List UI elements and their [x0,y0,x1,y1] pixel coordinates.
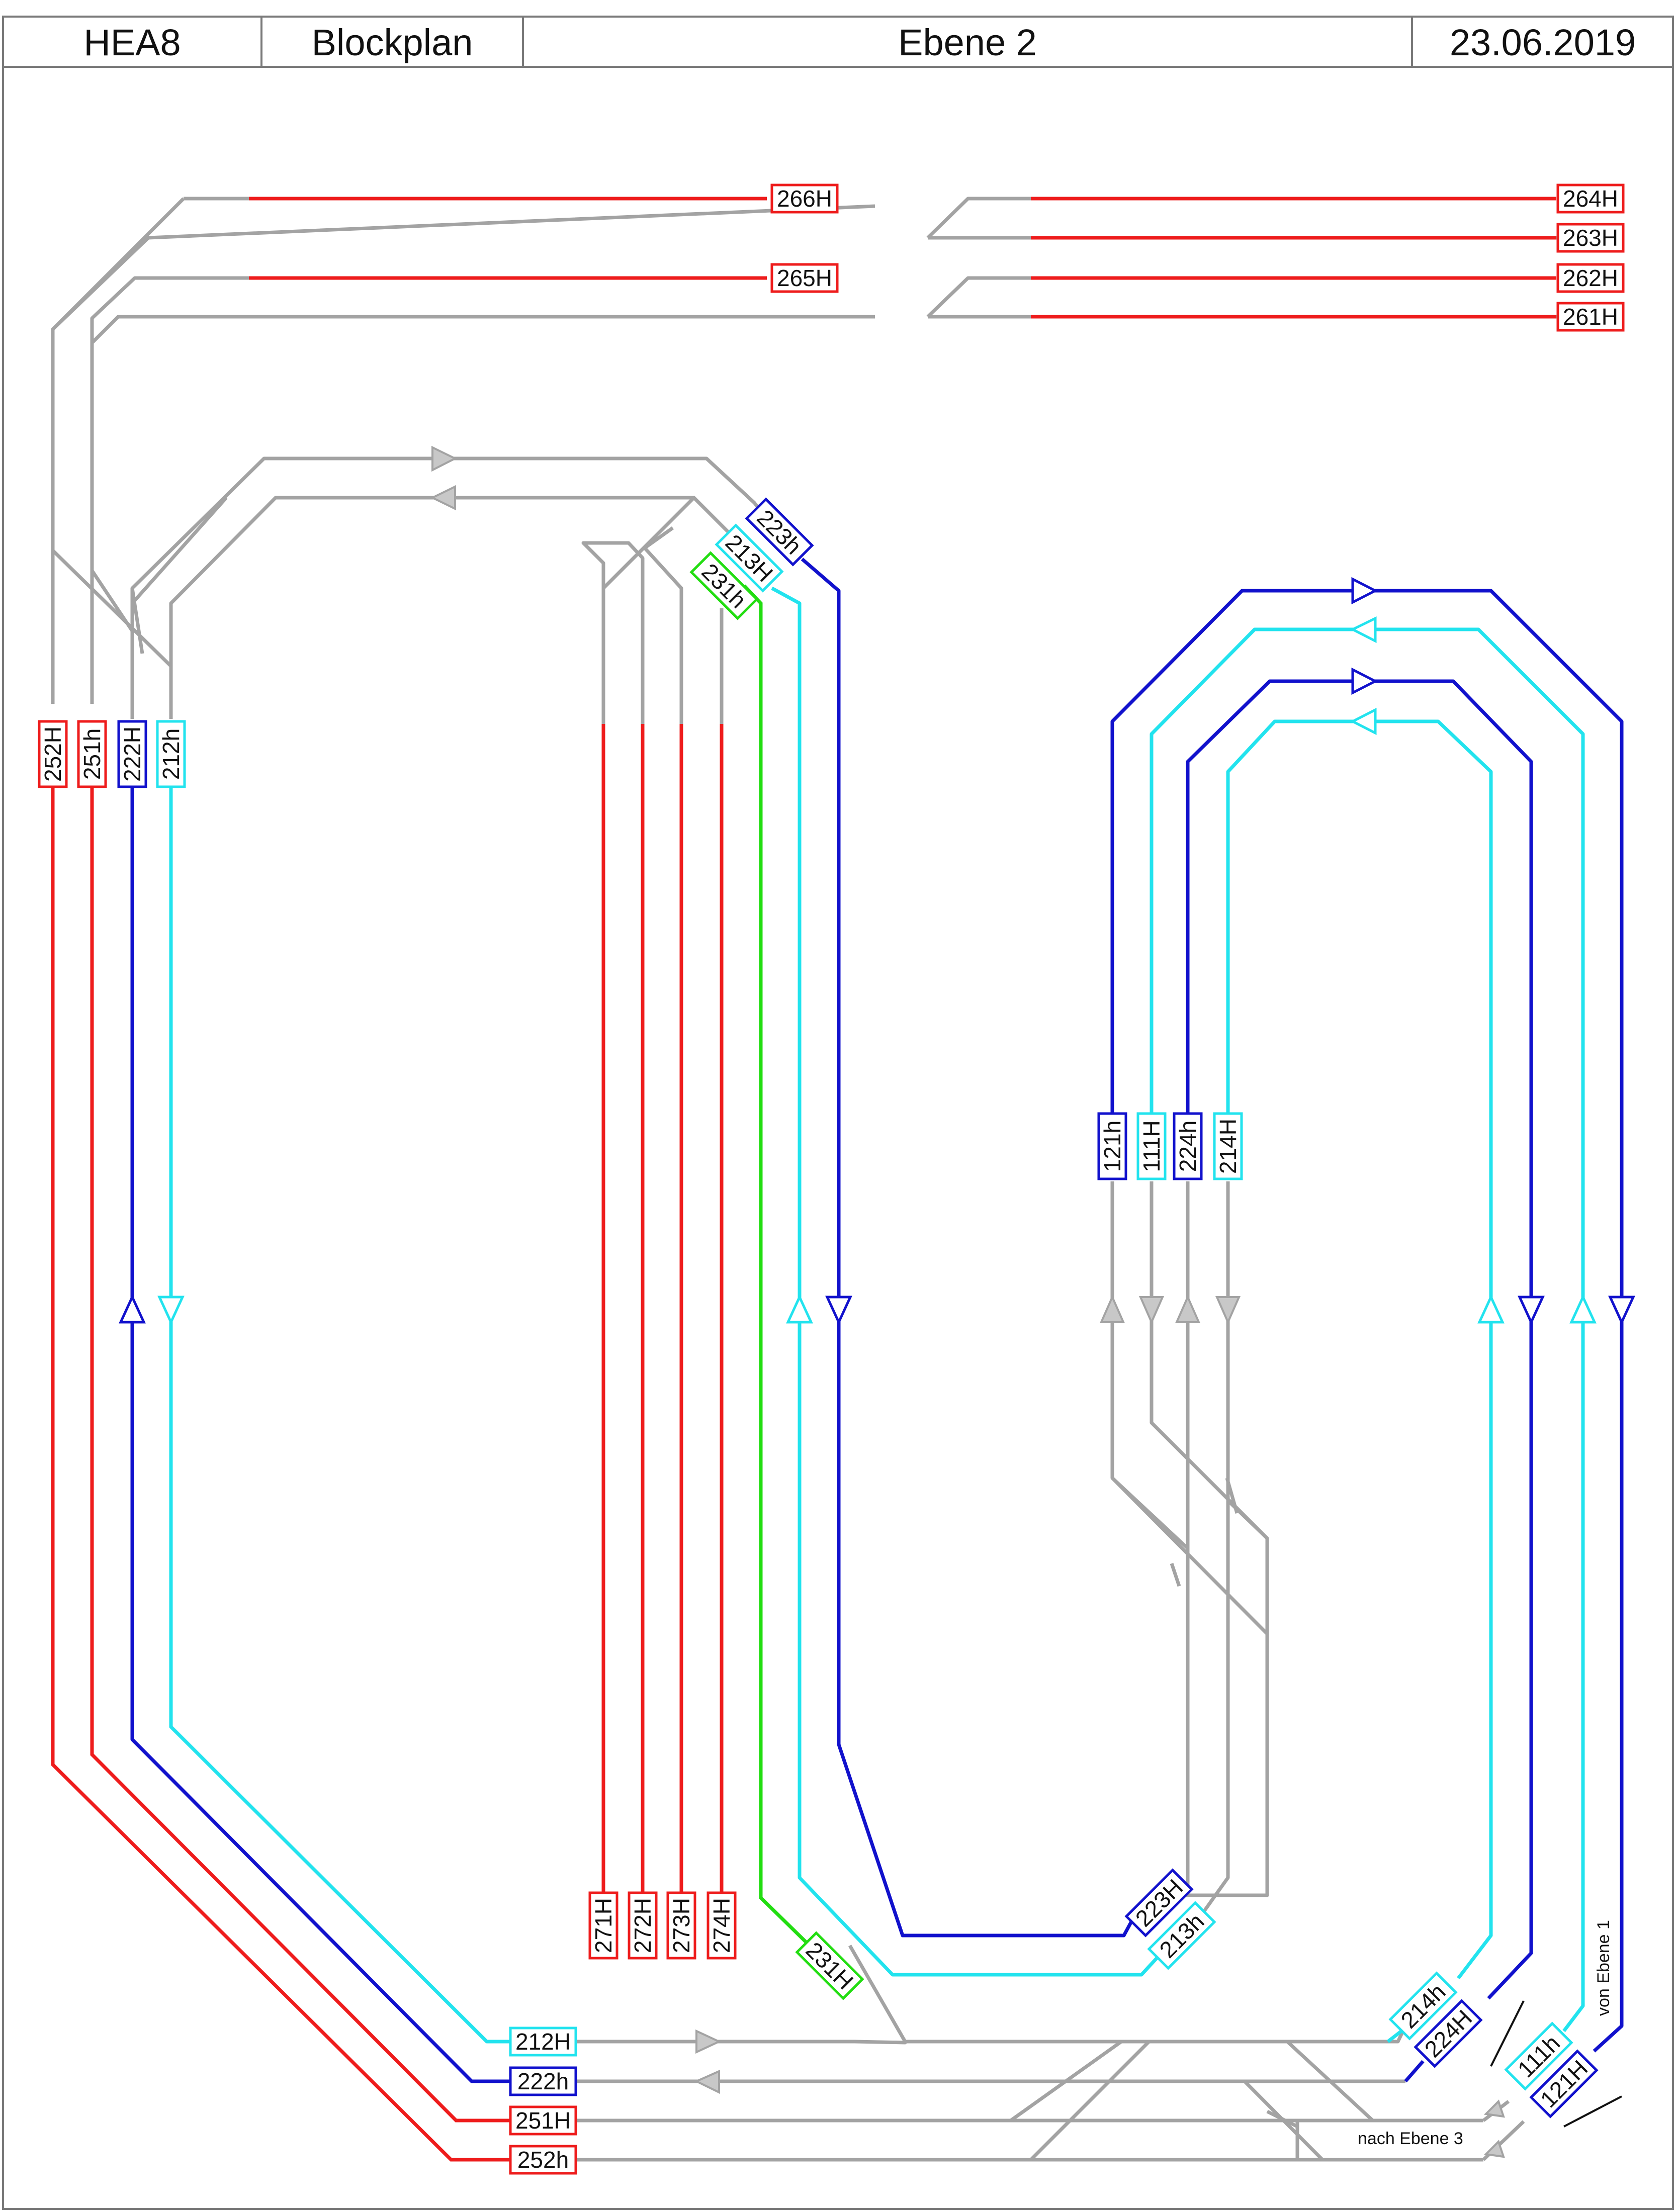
block-label-271H: 271H [588,1891,619,1960]
title-block [2,16,1674,2210]
block-label-252H: 252H [38,720,68,788]
header-level: Ebene 2 [898,22,1037,63]
block-label-273H: 273H [666,1891,696,1960]
block-label-box [1097,1112,1127,1180]
block-label-box [1136,1112,1167,1180]
blue-arrows [119,577,1635,1325]
block-label-box [689,551,759,620]
block-label-box [117,720,147,788]
block-label-263H: 263H [1556,223,1625,253]
block-label-212h: 212h [156,720,186,788]
blue-tracks [130,558,1624,2083]
block-label-274H: 274H [707,1891,737,1960]
block-label-text: 274H [709,1898,735,1953]
block-label-text: 252h [517,2147,569,2173]
block-label-text: 224h [1175,1121,1201,1172]
block-label-222H: 222H [117,720,147,788]
header-id: HEA8 [83,22,181,63]
header-type: Blockplan [312,22,473,63]
block-label-box [1124,1868,1194,1938]
block-label-text: 266H [777,186,832,212]
block-label-box [1556,223,1625,253]
block-label-213h: 213h [1147,1901,1216,1970]
gray-arrows [430,445,1505,2158]
block-label-265H: 265H [770,263,839,293]
block-label-252h: 252h [509,2145,577,2175]
block-labels: 266H 265H 264H 263H 262H 261H 252H 251h 222H 212h… [38,183,1625,2175]
block-label-text: 272H [630,1898,656,1953]
block-label-box [715,523,784,593]
block-label-box [628,1891,658,1960]
red-tracks [51,197,1556,2162]
cyan-arrows [157,616,1597,1325]
block-label-262H: 262H [1556,263,1625,293]
block-label-box [666,1891,696,1960]
note-from-level1: von Ebene 1 [1594,1920,1613,2016]
block-label-text: 214H [1215,1119,1241,1174]
block-label-231H: 231H [795,1931,864,2000]
block-label-text: 261H [1563,304,1618,330]
block-label-text: 121h [1099,1121,1125,1172]
block-label-text: 252H [40,726,66,782]
block-label-text: 273H [668,1898,694,1953]
block-label-box [509,2105,577,2136]
block-label-text: 262H [1563,265,1618,291]
block-label-224h: 224h [1173,1112,1203,1180]
block-label-box [770,183,839,214]
block-label-box [1173,1112,1203,1180]
block-label-text: 111H [1138,1120,1165,1172]
block-label-box [509,2145,577,2175]
block-label-box [156,720,186,788]
block-label-text: 212h [158,728,184,780]
block-label-box [1504,2021,1573,2091]
block-label-214H: 214H [1213,1112,1243,1180]
block-label-box [38,720,68,788]
cyan-tracks [169,586,1585,2044]
block-label-box [509,2066,577,2096]
block-label-box [1147,1901,1216,1970]
level-connector-lines [1490,2000,1622,2128]
block-label-266H: 266H [770,183,839,214]
block-label-box [1556,302,1625,332]
block-label-251H: 251H [509,2105,577,2136]
note-to-level3: nach Ebene 3 [1358,2129,1463,2148]
block-label-box [77,720,107,788]
block-label-212H: 212H [509,2026,577,2057]
block-label-222h: 222h [509,2066,577,2096]
block-label-text: 222H [119,726,145,782]
block-label-text: 263H [1563,225,1618,251]
block-label-261H: 261H [1556,302,1625,332]
block-label-box [1388,1971,1458,2041]
block-label-272H: 272H [628,1891,658,1960]
block-label-text: 265H [777,265,832,291]
block-label-box [1414,1999,1483,2068]
block-label-box [770,263,839,293]
block-label-text: 212H [515,2029,571,2055]
block-label-box [509,2026,577,2057]
block-label-box [1529,2049,1599,2118]
block-label-264H: 264H [1556,183,1625,214]
block-label-box [1556,263,1625,293]
block-label-121h: 121h [1097,1112,1127,1180]
block-label-box [588,1891,619,1960]
block-label-text: 251H [515,2107,571,2134]
block-label-text: 271H [590,1898,616,1953]
block-label-text: 222h [517,2068,569,2094]
block-label-box [1556,183,1625,214]
gray-tracks [51,197,1566,2162]
block-label-box [707,1891,737,1960]
block-label-text: 264H [1563,186,1618,212]
block-label-box [745,497,814,567]
block-label-251h: 251h [77,720,107,788]
block-label-box [1213,1112,1243,1180]
block-label-111H: 111H [1136,1112,1167,1180]
block-label-box [795,1931,864,2000]
block-label-text: 251h [79,728,105,780]
header-date: 23.06.2019 [1450,22,1636,63]
